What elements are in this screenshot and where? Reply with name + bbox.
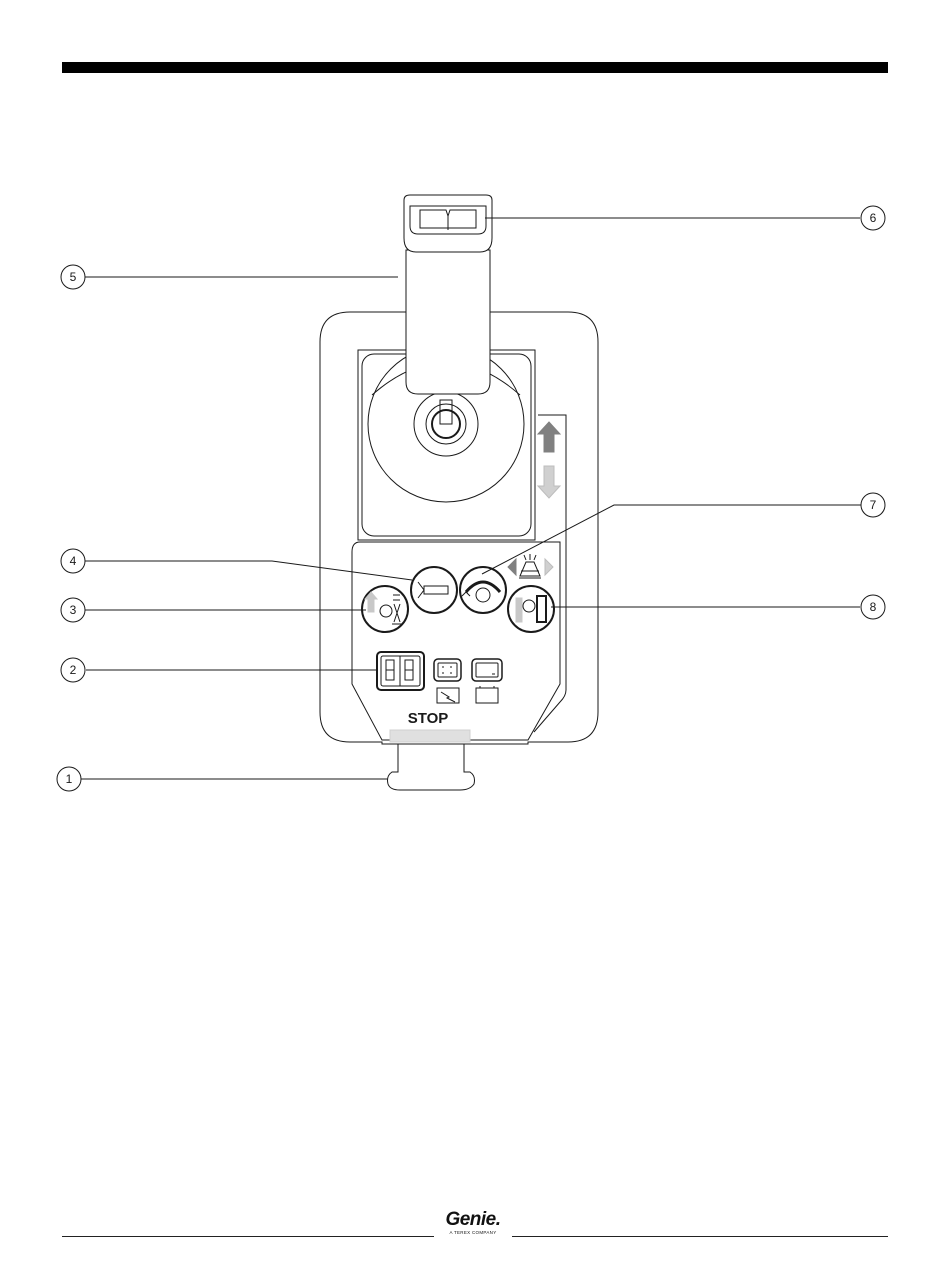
genie-logo: Genie. A TEREX COMPANY (436, 1210, 510, 1236)
fault-indicator-icon (437, 688, 459, 703)
lift-function-icon (392, 595, 402, 624)
lift-function-button[interactable] (362, 586, 408, 632)
horn-icon (418, 582, 448, 598)
button-panel (352, 542, 560, 740)
emergency-stop-button[interactable] (388, 744, 475, 790)
logo-tagline: A TEREX COMPANY (436, 1230, 510, 1236)
callout-number: 8 (870, 600, 877, 614)
callout-number: 3 (70, 603, 77, 617)
battery-indicator-icon (476, 688, 498, 703)
footer-rule-left (62, 1236, 434, 1237)
callout-number: 1 (66, 772, 73, 786)
footer-rule-right (512, 1236, 888, 1237)
battery-indicator (472, 659, 502, 703)
callout-number: 4 (70, 554, 77, 568)
joystick-handle (406, 250, 490, 394)
fault-indicator (434, 659, 461, 703)
callout-number: 7 (870, 498, 877, 512)
logo-wordmark: Genie. (436, 1210, 510, 1230)
steer-rocker-button[interactable] (508, 586, 554, 632)
leader-line-7 (482, 505, 861, 574)
steer-indicator-icon (508, 554, 553, 578)
down-arrow-icon (538, 466, 560, 498)
callout-number: 5 (70, 270, 77, 284)
callout-number: 6 (870, 211, 877, 225)
horn-button[interactable] (411, 567, 457, 613)
display-readout (377, 652, 424, 690)
leader-line-4 (85, 561, 412, 580)
up-arrow-icon (538, 422, 560, 452)
stop-label: STOP (408, 710, 449, 727)
stop-strip (390, 730, 470, 742)
callout-number: 2 (70, 663, 77, 677)
steer-rocker-icon (537, 596, 546, 622)
